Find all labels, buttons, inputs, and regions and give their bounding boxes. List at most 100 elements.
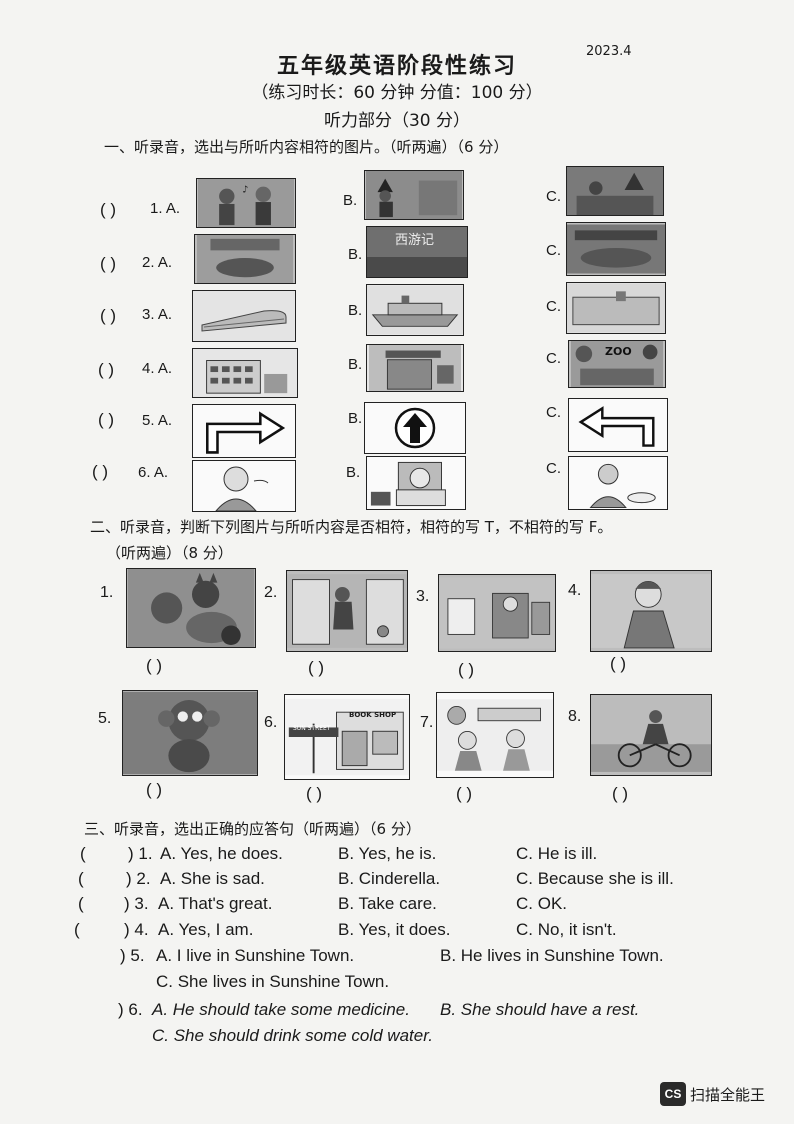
answer-blank: ( ) <box>98 410 115 429</box>
option-c: C. She should drink some cold water. <box>152 1026 433 1045</box>
cartoon-book-picture <box>194 234 296 284</box>
item-number: 1. <box>100 584 114 601</box>
option-a: A. He should take some medicine. <box>152 1000 410 1019</box>
item-number: 6. <box>264 714 278 731</box>
question-number: 6. A. <box>138 464 169 481</box>
answer-blank: ( ) <box>612 784 629 803</box>
witch-picture <box>364 170 464 220</box>
option-b-label: B. <box>348 410 363 427</box>
question-number: ) 3. <box>124 894 149 913</box>
option-b: B. She should have a rest. <box>440 1000 640 1019</box>
section3-instruction: 三、听录音，选出正确的应答句（听两遍）（6 分） <box>84 820 421 838</box>
answer-blank: ( ) <box>306 784 323 803</box>
scanner-app-name: 扫描全能王 <box>690 1086 766 1104</box>
option-c: C. OK. <box>516 894 568 913</box>
scanner-logo-icon: CS <box>660 1082 686 1106</box>
castle-picture <box>566 166 664 216</box>
turn-right-sign-picture <box>192 404 296 458</box>
cats-picture <box>126 568 256 648</box>
cinema-picture <box>366 344 464 392</box>
option-a: A. I live in Sunshine Town. <box>156 946 355 965</box>
train-picture <box>192 290 296 342</box>
question-number: 3. A. <box>142 306 173 323</box>
answer-blank: ( ) <box>146 656 163 675</box>
section2-instruction: 二、听录音，判断下列图片与所听内容是否相符，相符的写 T，不相符的写 F。 <box>90 518 613 536</box>
bookshop-sign-text: BOOK SHOP <box>349 711 397 719</box>
item-number: 8. <box>568 708 582 725</box>
option-b-label: B. <box>348 246 363 263</box>
musicians-picture: ♪ <box>196 178 296 228</box>
option-c-label: C. <box>546 404 561 421</box>
zoo-sign-text: ZOO <box>605 345 632 358</box>
option-c-label: C. <box>546 242 561 259</box>
option-c-label: C. <box>546 460 561 477</box>
item-number: 2. <box>264 584 278 601</box>
answer-blank: ( ) <box>100 254 117 273</box>
film-picture <box>566 222 666 276</box>
question-number: 2. A. <box>142 254 173 271</box>
option-a: A. Yes, I am. <box>158 920 254 939</box>
hospital-picture <box>192 348 298 398</box>
answer-blank: ( ) <box>92 462 109 481</box>
answer-blank: ( ) <box>308 658 325 677</box>
open-paren: ( <box>78 894 84 913</box>
option-b: B. Yes, he is. <box>338 844 437 863</box>
option-b-label: B. <box>348 356 363 373</box>
exam-info: （练习时长：60 分钟 分值：100 分） <box>251 83 543 103</box>
turn-left-sign-picture <box>568 398 668 452</box>
option-c-label: C. <box>546 298 561 315</box>
option-a: A. Yes, he does. <box>160 844 283 863</box>
boy-in-bed-picture <box>366 456 466 510</box>
boy-eating-picture <box>568 456 668 510</box>
go-straight-sign-picture <box>364 402 466 454</box>
item-number: 4. <box>568 582 582 599</box>
train-door-picture <box>286 570 408 652</box>
answer-blank: ( ) <box>456 784 473 803</box>
item-number: 5. <box>98 710 112 727</box>
asking-way-picture <box>436 692 554 778</box>
street-sign-text: SUN STREET <box>293 725 331 732</box>
option-b-label: B. <box>348 302 363 319</box>
option-c-label: C. <box>546 350 561 367</box>
girl-toothache-picture <box>590 570 712 652</box>
svg-text:♪: ♪ <box>242 184 248 195</box>
question-number: ) 4. <box>124 920 149 939</box>
option-c: C. No, it isn't. <box>516 920 617 939</box>
cycling-picture <box>590 694 712 776</box>
option-a: A. She is sad. <box>160 869 265 888</box>
open-paren: ( <box>80 844 86 863</box>
section1-instruction: 一、听录音，选出与所听内容相符的图片。（听两遍）（6 分） <box>104 138 509 156</box>
answer-blank: ( ) <box>610 654 627 673</box>
exam-date: 2023.4 <box>586 44 632 59</box>
option-a: A. That's great. <box>158 894 273 913</box>
question-number: ) 5. <box>120 946 145 965</box>
option-c: C. Because she is ill. <box>516 869 674 888</box>
page-title: 五年级英语阶段性练习 <box>276 54 517 79</box>
journey-west-book-picture: 西游记 <box>366 226 468 278</box>
question-number: 5. A. <box>142 412 173 429</box>
ship-picture <box>366 284 464 336</box>
option-b-label: B. <box>343 192 358 209</box>
item-number: 3. <box>416 588 430 605</box>
question-number: ) 6. <box>118 1000 143 1019</box>
bookshop-street-picture: BOOK SHOP SUN STREET <box>284 694 410 780</box>
open-paren: ( <box>78 869 84 888</box>
question-number: 4. A. <box>142 360 173 377</box>
option-c: C. She lives in Sunshine Town. <box>156 972 390 991</box>
answer-blank: ( ) <box>458 660 475 679</box>
section2-instruction-cont: （听两遍）（8 分） <box>106 544 233 562</box>
zoo-picture: ZOO <box>568 340 666 388</box>
option-c: C. He is ill. <box>516 844 598 863</box>
book-title-text: 西游记 <box>395 233 435 248</box>
listening-heading: 听力部分（30 分） <box>323 111 471 131</box>
option-b: B. Yes, it does. <box>338 920 451 939</box>
toy-shop-picture <box>438 574 556 652</box>
answer-blank: ( ) <box>100 200 117 219</box>
bus-picture <box>566 282 666 334</box>
answer-blank: ( ) <box>98 360 115 379</box>
boy-cough-picture <box>192 460 296 512</box>
question-number: ) 1. <box>128 844 153 863</box>
monkey-picture <box>122 690 258 776</box>
answer-blank: ( ) <box>146 780 163 799</box>
question-number: ) 2. <box>126 869 151 888</box>
